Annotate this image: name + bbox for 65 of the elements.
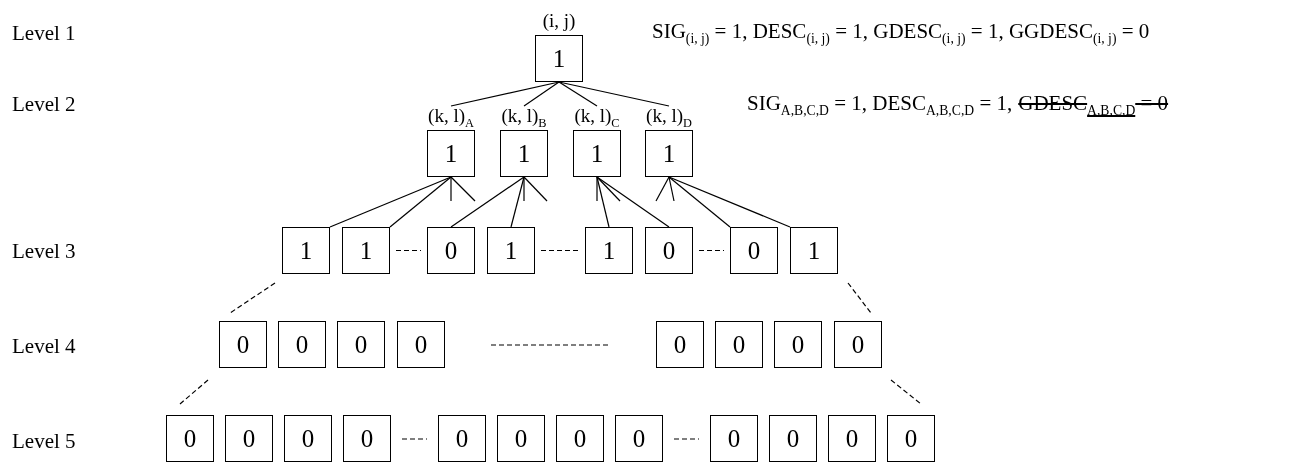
value-box: 0 [343, 415, 391, 462]
connector-line [558, 81, 598, 107]
value-box: 0 [397, 321, 445, 368]
value-box: 1 [585, 227, 633, 274]
connector-line [668, 176, 791, 228]
value-box: 0 [834, 321, 882, 368]
connector-line [450, 176, 452, 202]
level-label: Level 3 [12, 241, 76, 262]
level-label: Level 5 [12, 431, 76, 452]
connector-line [596, 176, 598, 202]
value-box: 0 [497, 415, 545, 462]
coordinate-label: (k, l)$_{B}$ [501, 106, 547, 130]
connector-line [329, 176, 452, 228]
value-box: 0 [730, 227, 778, 274]
value-box: 0 [337, 321, 385, 368]
value-box: 1 [342, 227, 390, 274]
equation-text: SIG$_{A,B,C,D}$ = 1, DESC$_{A,B,C,D}$ = 1, [747, 93, 1013, 118]
value-box: 0 [828, 415, 876, 462]
coordinate-label: (k, l)$_{C}$ [574, 106, 620, 130]
connector-line [596, 176, 621, 202]
connector-line [596, 176, 670, 228]
connector-line [523, 176, 548, 202]
value-box: 0 [284, 415, 332, 462]
connector-line [450, 176, 476, 202]
value-box: 0 [427, 227, 475, 274]
value-box: 0 [715, 321, 763, 368]
value-box: 1 [500, 130, 548, 177]
connector-line [655, 176, 670, 202]
coordinate-label: (k, l)$_{D}$ [646, 106, 692, 130]
connector-line [523, 81, 560, 107]
value-box: 0 [710, 415, 758, 462]
ellipsis-dash-line [540, 249, 580, 252]
value-box: 0 [278, 321, 326, 368]
equation-text: GDESC$_{A,B,C,D}$ = 0 [1018, 93, 1169, 118]
value-box: 0 [615, 415, 663, 462]
value-box: 0 [556, 415, 604, 462]
connector-line [389, 176, 452, 228]
coordinate-label: (i, j) [542, 11, 576, 30]
connector-line [668, 176, 731, 228]
value-box: 0 [769, 415, 817, 462]
value-box: 0 [438, 415, 486, 462]
value-box: 0 [166, 415, 214, 462]
ellipsis-dash-line [698, 249, 725, 252]
value-box: 0 [225, 415, 273, 462]
value-box: 1 [282, 227, 330, 274]
ellipsis-dash-line [395, 249, 422, 252]
level-label: Level 4 [12, 336, 76, 357]
value-box: 1 [487, 227, 535, 274]
value-box: 0 [219, 321, 267, 368]
connector-line [523, 176, 525, 202]
level-label: Level 2 [12, 94, 76, 115]
connector-line [668, 176, 675, 202]
connector-line [450, 176, 525, 228]
value-box: 1 [427, 130, 475, 177]
value-box: 0 [887, 415, 935, 462]
value-box: 1 [790, 227, 838, 274]
value-box: 0 [645, 227, 693, 274]
value-box: 1 [645, 130, 693, 177]
value-box: 0 [656, 321, 704, 368]
value-box: 1 [535, 35, 583, 82]
coordinate-label: (k, l)$_{A}$ [428, 106, 474, 130]
level-label: Level 1 [12, 23, 76, 44]
equation-text: SIG$_{(i, j)}$ = 1, DESC$_{(i, j)}$ = 1, GDESC$_{(i, j)}$ = 1, GGDESC$_{(i, j)}$ = 0 [652, 21, 1150, 46]
value-box: 0 [774, 321, 822, 368]
value-box: 1 [573, 130, 621, 177]
